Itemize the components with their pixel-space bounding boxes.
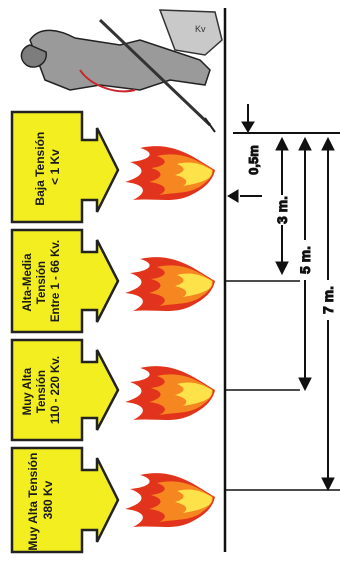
muy-alta-line1: Muy Alta [22,367,34,415]
alta-media-line2: Tensión [36,261,48,304]
flame-alta-media [125,257,215,311]
muy-alta-line2: Tensión [36,370,48,413]
flame-muy-alta [125,366,215,420]
distance-label-0-5m: 0,5m [246,145,261,175]
label-alta-media-tension: Alta-Media Tensión Entre 1 - 66 Kv. [10,228,120,334]
flame-muy-alta-380 [125,473,215,527]
label-muy-alta-tension: Muy Alta Tensión 110 - 220 Kv. [10,338,120,442]
label-baja-tension: Baja Tensión < 1 Kv [10,110,120,224]
distance-markers: 0,5m 3 m. 5 m. 7 m. [225,104,340,492]
distance-label-3m: 3 m. [274,196,290,224]
muy-alta-380-line2: 380 Kv [41,480,55,519]
worker-illustration: Kv [20,9,223,133]
label-muy-alta-tension-380: Muy Alta Tensión 380 Kv [10,446,120,554]
distance-label-7m: 7 m. [320,286,336,314]
svg-text:Kv: Kv [195,24,206,34]
svg-text:Muy Alta Tensión 1: Muy Alta Tensión 110 - 220 Kv. [22,356,62,424]
alta-media-line3: Entre 1 - 66 Kv. [50,240,62,322]
svg-text:Alta-Media Tensión: Alta-Media Tensión Entre 1 - 66 Kv. [22,240,62,322]
baja-tension-line1: Baja Tensión [33,132,47,206]
muy-alta-line3: 110 - 220 Kv. [50,356,62,424]
distance-label-5m: 5 m. [297,246,313,274]
muy-alta-380-line1: Muy Alta Tensión [26,453,40,551]
flame-baja-tension [125,146,215,200]
svg-text:Muy Alta Tensión 380 Kv: Muy Alta Tensión 380 Kv [26,449,55,550]
alta-media-line1: Alta-Media [22,253,34,312]
svg-text:Baja Tensión < 1 Kv: Baja Tensión < 1 Kv [33,128,62,205]
baja-tension-line2: < 1 Kv [48,149,62,185]
